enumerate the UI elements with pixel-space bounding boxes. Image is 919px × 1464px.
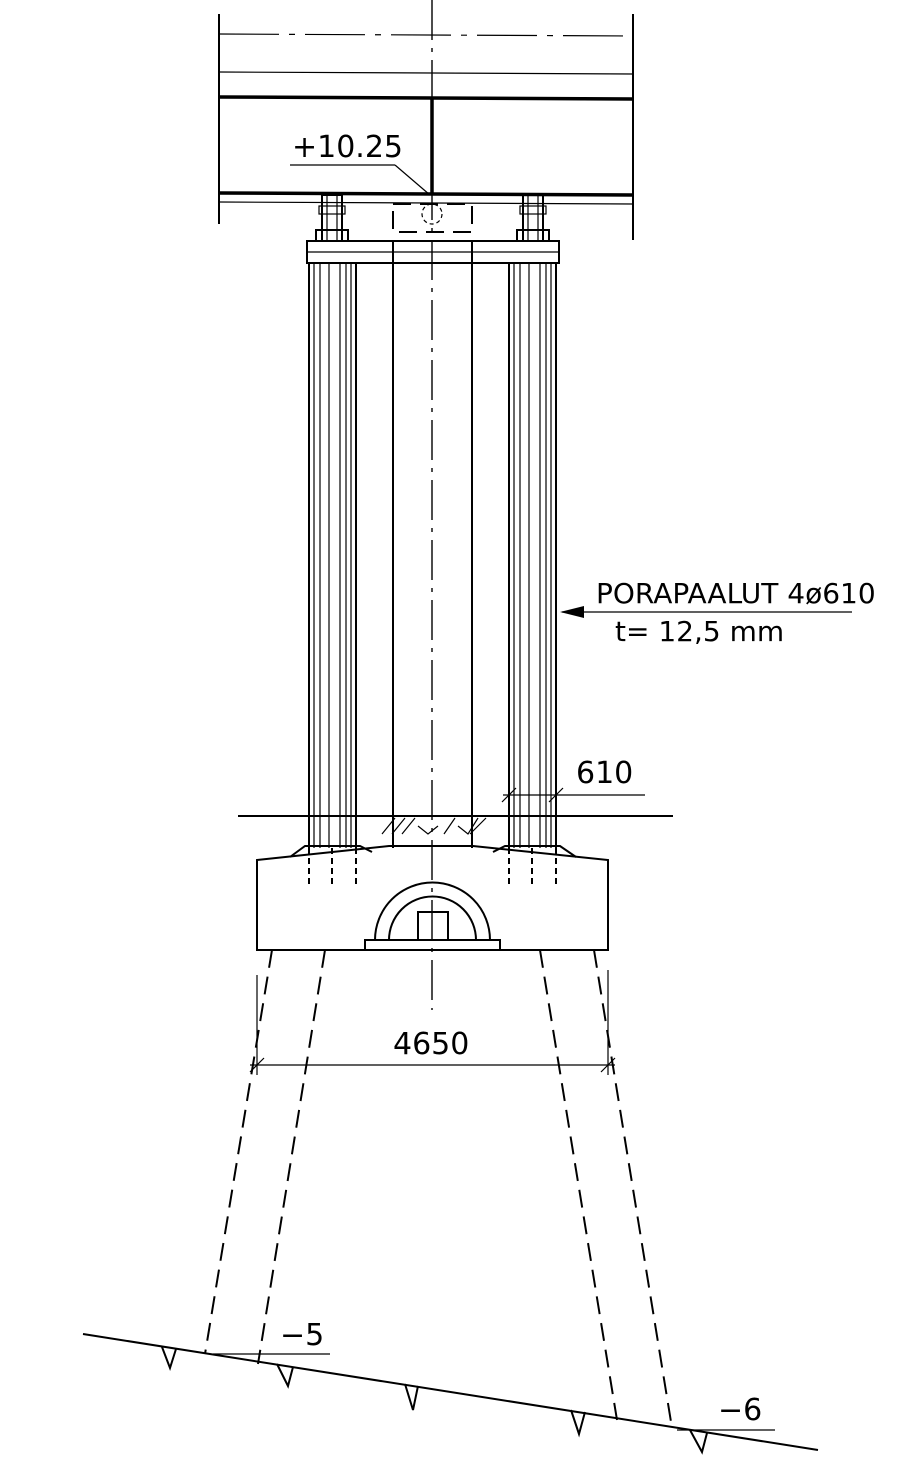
left-toe-level-label: −5	[280, 1318, 324, 1353]
central-column	[392, 241, 473, 848]
pile-diameter-dimension: 610	[501, 756, 645, 803]
left-toe-level: −5	[213, 1318, 330, 1355]
pile-thickness-label: t= 12,5 mm	[615, 615, 784, 648]
top-cap-beam	[306, 240, 560, 264]
right-battered-pile	[538, 949, 673, 1429]
pile-title-label: PORAPAALUT 4ø610	[596, 577, 876, 610]
right-bearing	[516, 194, 550, 242]
bridge-deck	[218, 14, 634, 240]
rock-surface	[82, 1333, 819, 1455]
pile-spacing-dimension: 4650	[249, 970, 616, 1075]
left-bearing	[315, 194, 349, 242]
pile-diameter-label: 610	[576, 756, 633, 791]
top-elevation-label: +10.25	[292, 130, 403, 165]
ground-line	[238, 815, 673, 835]
elevation-marker-top: +10.25	[290, 130, 473, 233]
left-pile	[308, 263, 357, 885]
callout-arrow-icon	[560, 606, 584, 618]
pile-callout: PORAPAALUT 4ø610 t= 12,5 mm	[560, 577, 876, 648]
right-pile	[508, 263, 557, 885]
footing	[256, 845, 609, 951]
right-toe-level-label: −6	[718, 1393, 762, 1428]
left-battered-pile	[204, 949, 327, 1365]
right-toe-level: −6	[677, 1393, 775, 1431]
pile-spacing-label: 4650	[393, 1027, 469, 1062]
